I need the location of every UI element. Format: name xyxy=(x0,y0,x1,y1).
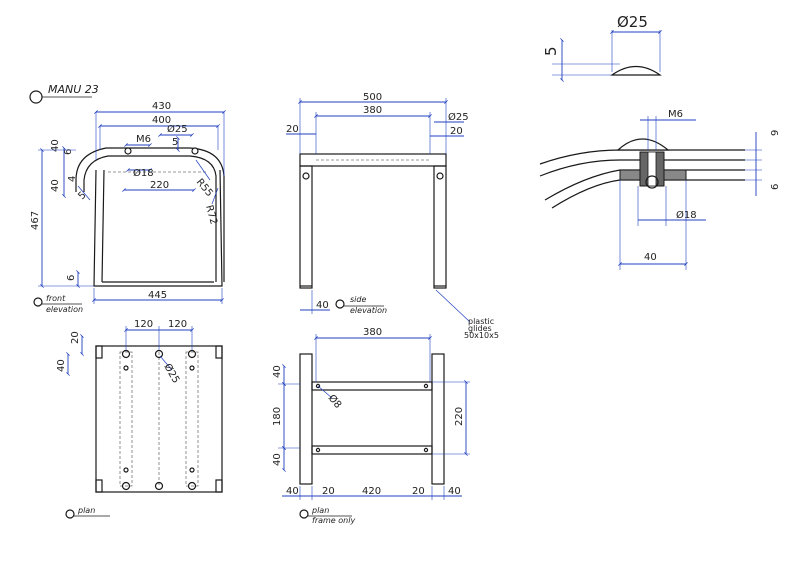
dim-frame-40a: 40 xyxy=(272,365,283,378)
plan-hole-icon xyxy=(187,481,197,491)
svg-text:plan: plan xyxy=(77,506,95,515)
dim-frame-40-left: 40 xyxy=(286,486,299,497)
svg-text:glides: glides xyxy=(468,324,492,333)
front-label-marker-icon xyxy=(33,297,43,307)
dim-knob-d25: Ø25 xyxy=(617,13,648,31)
front-view-label: front elevation xyxy=(33,294,83,314)
plan-hole-icon xyxy=(154,481,164,491)
side-leg-right xyxy=(433,165,447,289)
front-knob-right-icon xyxy=(191,147,199,155)
dim-plan-120b: 120 xyxy=(168,319,187,330)
plan-hole-icon xyxy=(121,481,131,491)
dim-side-d25: Ø25 xyxy=(448,111,469,123)
dim-knob-5: 5 xyxy=(542,46,560,56)
dim-side-20-left: 20 xyxy=(286,124,299,135)
dim-frame-420: 420 xyxy=(362,486,381,497)
dim-section-m6: M6 xyxy=(668,109,683,120)
plan-hole-icon xyxy=(154,349,164,359)
frame-leg-left xyxy=(299,353,313,485)
svg-text:plan: plan xyxy=(311,506,329,515)
dim-front-m6: M6 xyxy=(136,134,151,145)
frame-label-marker-icon xyxy=(299,509,309,519)
dim-side-500: 500 xyxy=(363,92,382,103)
knob-detail: Ø25 5 xyxy=(542,13,662,82)
title-marker-icon xyxy=(29,90,43,104)
dim-front-6a: 6 xyxy=(63,149,74,155)
plan-holes xyxy=(121,349,197,491)
dim-front-400: 400 xyxy=(152,115,171,126)
dim-front-r55: R55 xyxy=(194,177,215,199)
dim-front-445: 445 xyxy=(148,290,167,301)
dim-frame-40-right: 40 xyxy=(448,486,461,497)
side-label-marker-icon xyxy=(335,299,345,309)
dim-side-380: 380 xyxy=(363,105,382,116)
side-leg-left xyxy=(299,165,313,289)
dim-section-d18: Ø18 xyxy=(676,209,697,221)
dim-frame-20-right: 20 xyxy=(412,486,425,497)
section-detail: M6 9 6 Ø18 40 xyxy=(539,109,781,270)
frame-rail-bottom xyxy=(311,445,433,455)
dim-front-5: 5 xyxy=(172,137,178,148)
svg-text:elevation: elevation xyxy=(46,305,83,314)
drawing-title: MANU 23 xyxy=(48,83,99,96)
title-block: MANU 23 xyxy=(29,83,99,104)
front-elevation: 430 400 M6 Ø25 5 Ø18 220 R55 R72 40 6 40 xyxy=(30,101,226,314)
svg-text:frame only: frame only xyxy=(312,516,355,525)
side-elevation: 500 380 20 Ø25 20 40 plastic glides 50x1… xyxy=(286,92,499,340)
dim-front-430: 430 xyxy=(152,101,171,112)
front-knob-left-icon xyxy=(124,147,132,155)
knob-shape xyxy=(610,65,662,76)
plan-view-label: plan xyxy=(65,506,110,519)
front-seat-inner xyxy=(83,155,217,282)
dim-side-20-right: 20 xyxy=(450,126,463,137)
dim-front-467: 467 xyxy=(30,211,41,230)
frame-rail-top xyxy=(311,381,433,391)
plan-label-marker-icon xyxy=(65,509,75,519)
dim-plan-40: 40 xyxy=(56,359,67,372)
dim-front-40a: 40 xyxy=(50,139,61,152)
dim-plan-d25: Ø25 xyxy=(161,362,182,386)
dim-frame-180: 180 xyxy=(272,407,283,426)
front-leg-frame xyxy=(93,169,223,287)
plan-hole-icon xyxy=(187,349,197,359)
dim-frame-20-left: 20 xyxy=(322,486,335,497)
front-seat-outline xyxy=(75,147,225,282)
side-view-label: side elevation xyxy=(335,295,387,315)
svg-text:front: front xyxy=(46,294,66,303)
svg-text:side: side xyxy=(350,295,366,304)
frame-plan-view: 380 40 180 40 220 Ø8 40 20 420 20 40 xyxy=(272,327,470,525)
dim-frame-40b: 40 xyxy=(272,453,283,466)
dim-front-d25: Ø25 xyxy=(167,123,188,135)
svg-text:plastic: plastic xyxy=(468,317,494,326)
plan-hole-icon xyxy=(121,349,131,359)
plan-view: 120 120 20 40 Ø25 plan xyxy=(56,319,223,519)
dim-front-6b: 6 xyxy=(66,275,77,281)
dim-section-9: 9 xyxy=(770,130,781,136)
dim-section-40: 40 xyxy=(644,252,657,263)
dim-frame-220: 220 xyxy=(454,407,465,426)
dim-front-d18: Ø18 xyxy=(133,167,154,179)
dim-front-5b: 5 xyxy=(76,190,88,202)
dim-plan-120a: 120 xyxy=(134,319,153,330)
dim-front-40b: 40 xyxy=(50,179,61,192)
dim-front-220: 220 xyxy=(150,180,169,191)
dim-section-6: 6 xyxy=(770,184,781,190)
glide-note: plastic glides 50x10x5 xyxy=(464,317,499,340)
dim-side-40: 40 xyxy=(316,300,329,311)
section-knob xyxy=(616,138,670,151)
dim-front-r72: R72 xyxy=(203,204,219,226)
dim-plan-20: 20 xyxy=(70,331,81,344)
svg-text:50x10x5: 50x10x5 xyxy=(464,331,499,340)
frame-view-label: plan frame only xyxy=(299,506,355,525)
svg-text:elevation: elevation xyxy=(350,306,387,315)
dim-frame-380: 380 xyxy=(363,327,382,338)
dim-front-4: 4 xyxy=(67,176,78,182)
frame-leg-right xyxy=(431,353,445,485)
side-seat xyxy=(299,153,447,167)
